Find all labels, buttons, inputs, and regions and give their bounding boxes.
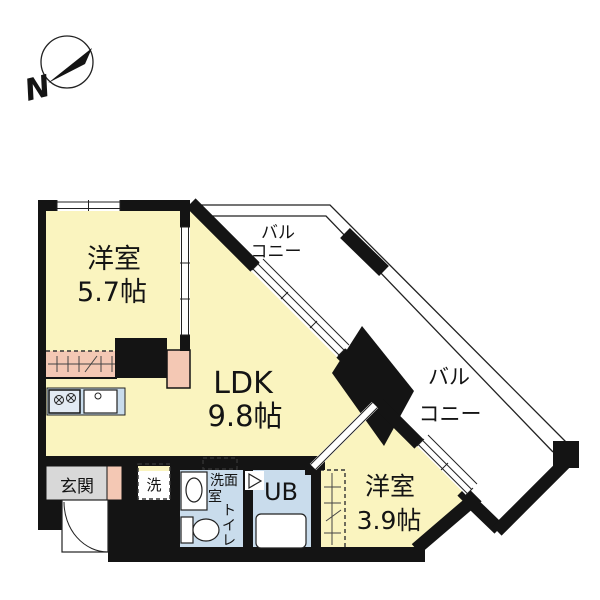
balcony-corner-wall: [553, 441, 579, 468]
washroom-label-1: 洗面: [210, 473, 238, 489]
washroom-door-opening: [202, 457, 238, 470]
door-room2-ldk: [309, 401, 379, 471]
room1-size: 5.7帖: [77, 277, 147, 308]
room1-name: 洋室: [87, 244, 141, 275]
closet-room2-hatch: [324, 473, 342, 545]
ldk-floor: [46, 203, 375, 471]
labels: 洋室 5.7帖 LDK 9.8帖 洋室 3.9帖 バル コニー バル コニー 玄…: [60, 223, 482, 549]
toilet-bowl-icon: [192, 518, 220, 542]
toilet-label-char3: レ: [222, 533, 236, 549]
washer-space: [137, 463, 171, 500]
room-floors: [46, 203, 475, 553]
closet-room1-hatch: [48, 355, 115, 373]
western-room-2-floor: [313, 403, 475, 553]
toilet-label-char1: ト: [222, 503, 236, 519]
washroom-label-2: 室: [208, 488, 222, 505]
kitchen-sink: [83, 389, 118, 414]
sanitary-fixtures: [180, 471, 307, 549]
toilet-tank: [180, 516, 194, 544]
window-ldk-balcony: [251, 258, 350, 357]
room2-name: 洋室: [365, 472, 415, 501]
balcony-right-label-2: コニー: [419, 402, 482, 426]
stove: [48, 389, 81, 414]
window-room1-top: [56, 200, 121, 211]
balcony-top-label-1: バル: [261, 223, 295, 243]
ldk-size: 9.8帖: [207, 399, 282, 433]
compass: N: [21, 35, 94, 109]
compass-north-label: N: [21, 69, 54, 109]
entrance-door: [61, 499, 109, 553]
balcony-right-label-1: バル: [428, 365, 470, 389]
ldk-name: LDK: [213, 366, 274, 401]
balcony-top-label-2: コニー: [251, 242, 302, 262]
bath-door-icon: [248, 472, 263, 490]
entrance-label: 玄関: [60, 477, 94, 497]
toilet-label-char2: イ: [222, 518, 236, 534]
western-room-1-floor: [46, 211, 180, 351]
entrance-step: [106, 465, 123, 501]
bathtub: [255, 513, 307, 549]
unit-bath-label: UB: [264, 478, 298, 506]
washer-label: 洗: [146, 476, 161, 494]
windows-and-openings: [56, 200, 478, 553]
door-room1-ldk: [180, 226, 190, 336]
faucet-icon: [94, 392, 102, 400]
compass-needle-icon: [48, 48, 92, 83]
stove-burners-icon: [54, 393, 76, 405]
vanity-basin-icon: [185, 477, 203, 503]
compass-circle: [40, 35, 94, 89]
duct-pillar: [166, 349, 191, 389]
railing-wall-segment: [340, 227, 389, 277]
room2-size: 3.9帖: [357, 506, 422, 535]
window-room2-balcony: [416, 434, 478, 496]
